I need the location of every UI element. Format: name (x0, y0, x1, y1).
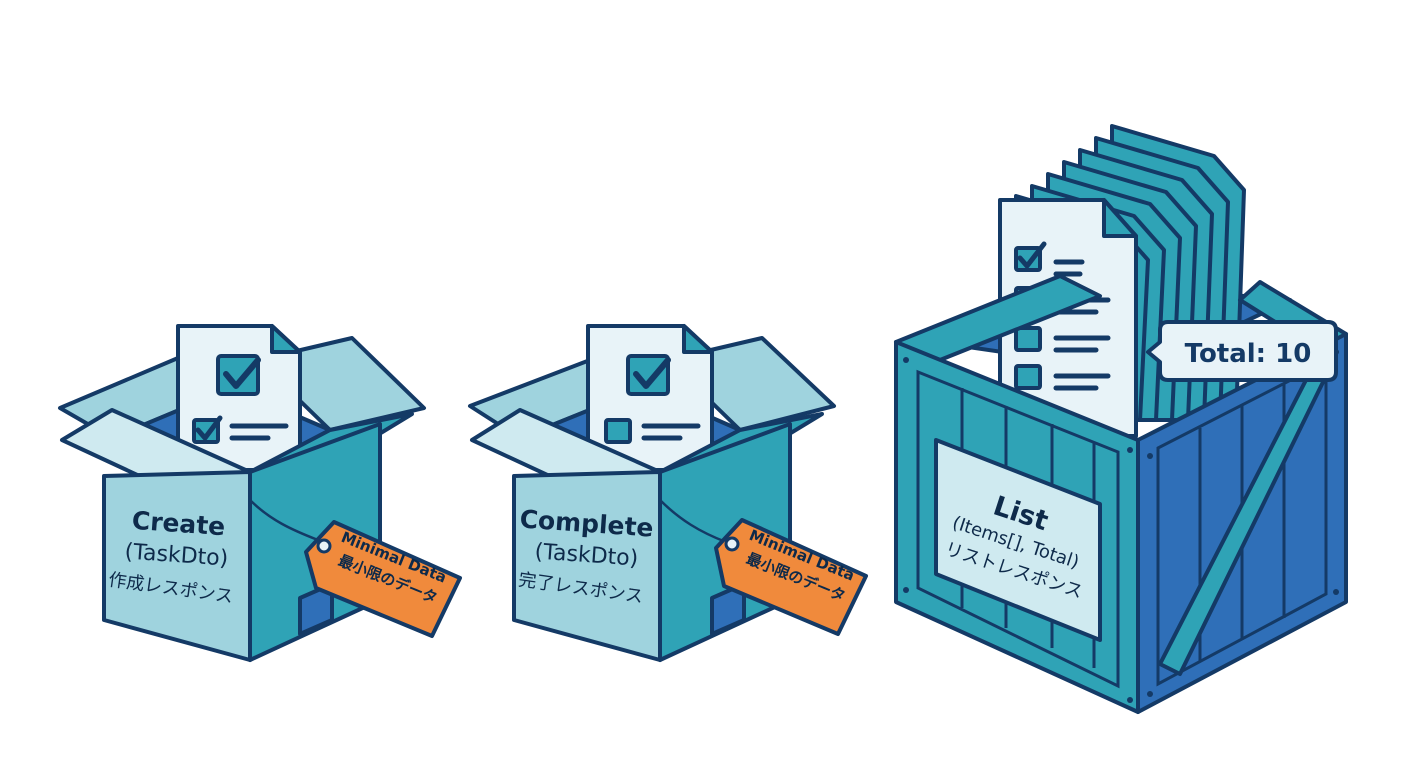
checkbox-empty-icon (1014, 364, 1042, 390)
checkbox-checked-icon (626, 354, 671, 396)
checkbox-checked-icon (1014, 241, 1047, 272)
checkbox-checked-icon (192, 415, 223, 444)
checkbox-checked-icon (216, 354, 261, 396)
checkbox-empty-icon (1014, 326, 1042, 352)
list-response-crate: List (Items[], Total) リストレスポンス Total: 10 (894, 124, 1348, 714)
total-count-text: Total: 10 (1185, 339, 1312, 369)
checkbox-empty-icon (604, 418, 632, 444)
create-title: Create (131, 506, 226, 541)
total-count-callout: Total: 10 (1146, 320, 1338, 382)
task-document (176, 324, 302, 472)
create-response-box: Create (TaskDto) 作成レスポンス Minimal Data 最小… (58, 324, 462, 662)
document-stack (998, 124, 1246, 438)
complete-response-box: Complete (TaskDto) 完了レスポンス Minimal Data … (468, 324, 868, 662)
